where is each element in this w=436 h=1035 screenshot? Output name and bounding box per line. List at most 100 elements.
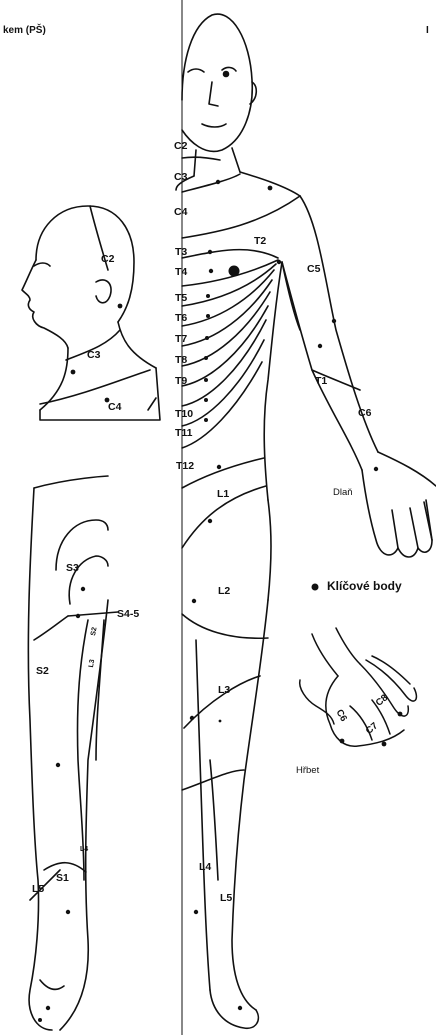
dot-l3b <box>219 720 222 723</box>
dot-s2 <box>56 763 60 767</box>
dot-l4 <box>194 910 198 914</box>
dot-s45 <box>76 614 80 618</box>
label-front-t5: T5 <box>175 293 187 304</box>
profile-neck-back <box>118 322 156 368</box>
dot-t12 <box>217 465 221 469</box>
front-hip <box>268 500 271 600</box>
label-back-l5: L5 <box>32 884 44 895</box>
label-profile-c2: C2 <box>101 254 114 265</box>
dot-t9 <box>204 378 208 382</box>
header-right-fragment: I <box>426 26 429 36</box>
label-front-l4: L4 <box>199 862 211 873</box>
label-front-t12: T12 <box>176 461 194 472</box>
dot-t3 <box>208 250 212 254</box>
front-neck-left <box>194 150 196 176</box>
dot-l2 <box>192 599 196 603</box>
back-s1-line <box>44 863 86 872</box>
front-fingers <box>392 502 432 548</box>
dot-t8 <box>204 356 208 360</box>
front-neck-right <box>232 148 240 172</box>
dot-s1 <box>66 910 70 914</box>
dot-l5-back <box>46 1006 50 1010</box>
dot-l1 <box>208 519 212 523</box>
dot-profile-c2 <box>118 304 123 309</box>
hand-back-figure <box>300 628 417 746</box>
front-pupil <box>224 72 229 77</box>
dot-hand-c8 <box>398 712 403 717</box>
front-nose <box>209 82 218 106</box>
dot-t11 <box>204 418 208 422</box>
label-back-l4: L4 <box>80 846 88 853</box>
hand-back-thumb <box>300 680 334 724</box>
profile-c4-line <box>40 370 150 404</box>
label-front-l5: L5 <box>220 893 232 904</box>
label-back-l3-strip: L3 <box>88 659 96 668</box>
band-l1 <box>182 458 264 488</box>
label-front-l3: L3 <box>218 685 230 696</box>
dot-c5 <box>332 319 336 323</box>
dot-profile-c3 <box>71 370 76 375</box>
label-front-t8: T8 <box>175 355 187 366</box>
dot-hand-c6 <box>340 739 345 744</box>
front-upper-arm-inner <box>282 262 362 470</box>
front-trapezius <box>240 172 300 196</box>
label-palm: Dlaň <box>333 488 353 498</box>
label-front-l1: L1 <box>217 489 229 500</box>
profile-eye <box>34 263 50 266</box>
back-leg-outer <box>28 488 52 1030</box>
dot-l3 <box>190 716 194 720</box>
label-front-t1: T1 <box>315 376 327 387</box>
front-mouth <box>202 124 226 127</box>
band-l2-l3 <box>182 614 268 638</box>
dot-c6 <box>374 467 378 471</box>
profile-ear <box>96 280 111 303</box>
band-t7 <box>182 280 272 346</box>
label-back-s2: S2 <box>36 666 49 677</box>
dot-t2 <box>277 260 281 264</box>
dot-s3 <box>81 587 85 591</box>
label-front-c6: C6 <box>358 408 371 419</box>
dot-hand-c7 <box>382 742 387 747</box>
label-front-t7: T7 <box>175 334 187 345</box>
dot-nipple <box>229 266 240 277</box>
label-front-t2: T2 <box>254 236 266 247</box>
label-front-t4: T4 <box>175 267 187 278</box>
label-front-c4: C4 <box>174 207 187 218</box>
label-front-c2: C2 <box>174 141 187 152</box>
label-front-t3: T3 <box>175 247 187 258</box>
label-front-t9: T9 <box>175 376 187 387</box>
label-back-s1: S1 <box>56 873 69 884</box>
label-front-t11: T11 <box>175 428 193 439</box>
profile-shoulder <box>40 368 160 420</box>
label-front-t10: T10 <box>175 409 193 420</box>
profile-c4-tick <box>148 398 156 410</box>
legend-label: Klíčové body <box>327 580 402 592</box>
label-back-s3: S3 <box>66 563 79 574</box>
back-s2-line <box>34 616 68 640</box>
front-leg-outer <box>232 600 268 1010</box>
dot-t1 <box>318 344 322 348</box>
band-t3 <box>182 250 278 258</box>
back-leg-dots <box>38 587 85 1022</box>
dot-c3 <box>216 180 220 184</box>
front-eye-left <box>188 69 204 72</box>
head-profile <box>22 206 160 420</box>
front-leg-inner <box>196 640 210 990</box>
front-body-figure <box>176 0 436 1035</box>
label-profile-c4: C4 <box>108 402 121 413</box>
dot-heel <box>38 1018 42 1022</box>
label-back-s45: S4-5 <box>117 609 139 620</box>
front-head-outline <box>182 14 252 151</box>
label-front-c5: C5 <box>307 264 320 275</box>
dot-l5 <box>238 1006 242 1010</box>
label-front-c3: C3 <box>174 172 187 183</box>
dot-t7 <box>205 336 209 340</box>
back-s45-line <box>68 612 118 616</box>
front-eye-right <box>222 67 236 71</box>
label-profile-c3: C3 <box>87 350 100 361</box>
dot-t5 <box>206 294 210 298</box>
label-back-s2-strip: S2 <box>90 627 98 637</box>
dot-t10 <box>204 398 208 402</box>
label-front-t6: T6 <box>175 313 187 324</box>
back-leg-figure <box>28 476 118 1030</box>
